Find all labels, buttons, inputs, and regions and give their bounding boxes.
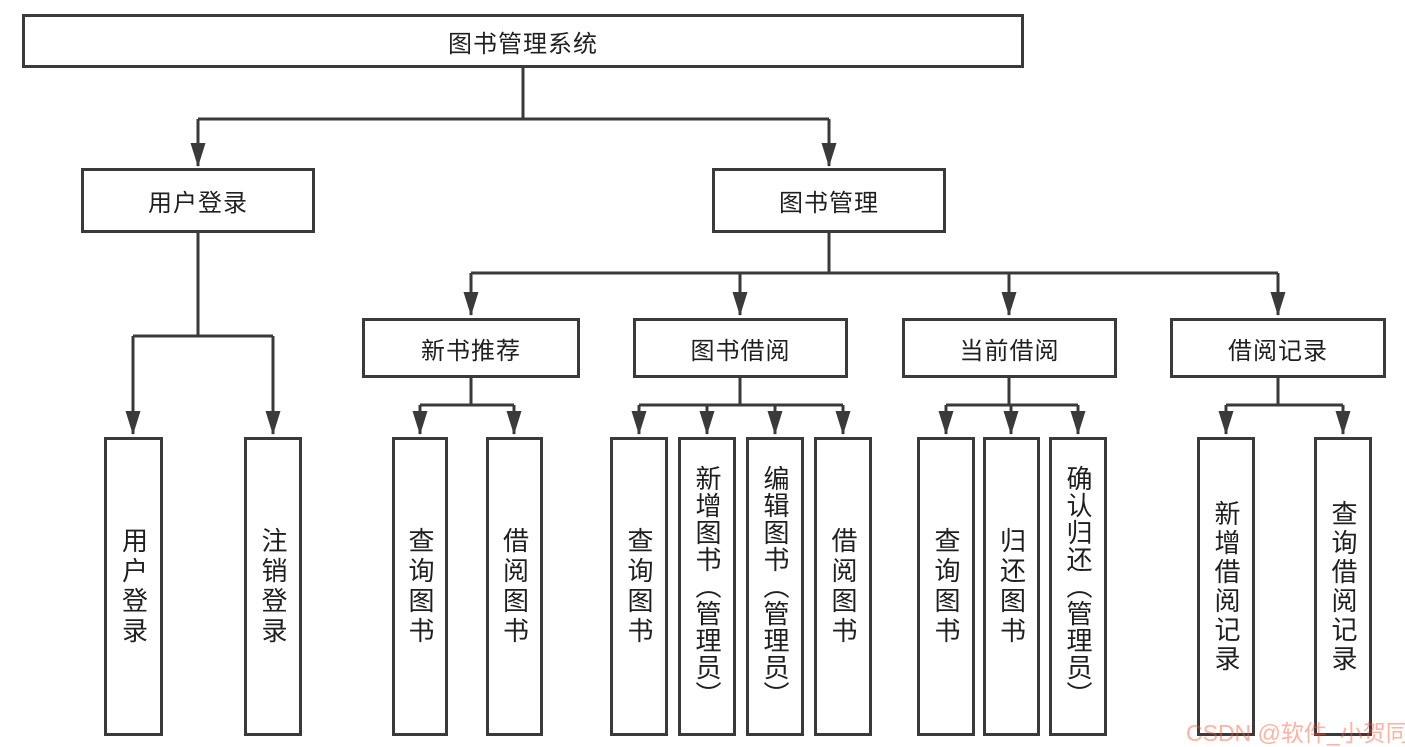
csdn-watermark: CSDN @软件_小贺同学 bbox=[1186, 720, 1405, 746]
node-current-borrowing: 当前借阅 bbox=[902, 318, 1117, 378]
leaf-nb-borrow-books: 借阅图书 bbox=[486, 437, 543, 736]
leaf-br-add-record: 新增借阅记录 bbox=[1197, 437, 1255, 736]
leaf-br-query-record: 查询借阅记录 bbox=[1314, 437, 1372, 736]
leaf-logout-login: 注销登录 bbox=[244, 437, 302, 736]
leaf-cb-query-books: 查询图书 bbox=[917, 437, 975, 736]
leaf-bb-query-books: 查询图书 bbox=[610, 437, 668, 736]
node-library-management-system: 图书管理系统 bbox=[22, 14, 1024, 68]
leaf-cb-return-books: 归还图书 bbox=[983, 437, 1040, 736]
leaf-bb-edit-books-admin: 编辑图书（管理员） bbox=[746, 437, 804, 736]
leaf-nb-query-books: 查询图书 bbox=[392, 437, 448, 736]
node-user-login: 用户登录 bbox=[81, 168, 315, 233]
leaf-bb-borrow-books: 借阅图书 bbox=[814, 437, 872, 736]
node-new-book-recommendation: 新书推荐 bbox=[362, 318, 580, 378]
node-borrowing-records: 借阅记录 bbox=[1170, 318, 1386, 378]
leaf-cb-confirm-return-admin: 确认归还（管理员） bbox=[1049, 437, 1107, 736]
node-book-management: 图书管理 bbox=[712, 168, 946, 233]
leaf-user-login: 用户登录 bbox=[104, 437, 163, 736]
leaf-bb-add-books-admin: 新增图书（管理员） bbox=[678, 437, 736, 736]
node-book-borrowing: 图书借阅 bbox=[633, 318, 848, 378]
